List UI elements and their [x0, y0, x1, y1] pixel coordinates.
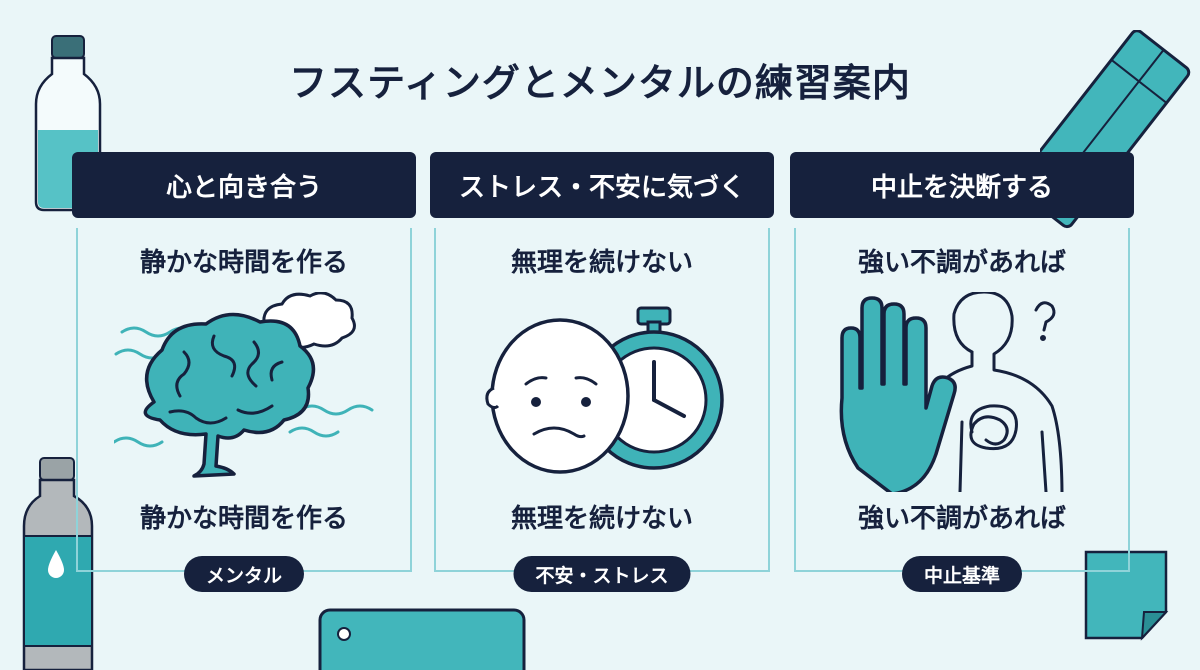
- sticky-note-icon: [1084, 550, 1169, 641]
- category-badge: 中止基準: [901, 556, 1023, 592]
- column-stop: 中止を決断する 強い不調があれば 強い不調があれば 中止基準: [790, 152, 1134, 592]
- column-mental: 心と向き合う 静かな時間を作る 静かな時間を作る メンタル: [72, 152, 416, 592]
- column-stress: ストレス・不安に気づく 無理を続けない 無理を続けない 不安・ストレス: [430, 152, 774, 592]
- column-subtitle-bottom: 強い不調があれば: [857, 504, 1066, 534]
- column-header: 心と向き合う: [72, 152, 416, 218]
- column-header: 中止を決断する: [790, 152, 1134, 218]
- worried-face-stopwatch-icon: [485, 306, 724, 474]
- column-subtitle-top: 強い不調があれば: [857, 248, 1066, 278]
- page-title: フスティングとメンタルの練習案内: [289, 61, 911, 105]
- column-header: ストレス・不安に気づく: [430, 152, 774, 218]
- category-badge: 不安・ストレス: [513, 556, 691, 592]
- column-subtitle-bottom: 静かな時間を作る: [139, 504, 348, 534]
- category-badge: メンタル: [183, 556, 305, 592]
- column-subtitle-top: 静かな時間を作る: [139, 248, 348, 278]
- bottle-icon: [22, 457, 94, 670]
- stop-hand-person-icon: [839, 292, 1064, 492]
- tablet-icon: [318, 608, 526, 670]
- brain-icon: [114, 292, 374, 478]
- column-subtitle-top: 無理を続けない: [510, 248, 693, 278]
- column-subtitle-bottom: 無理を続けない: [510, 504, 693, 534]
